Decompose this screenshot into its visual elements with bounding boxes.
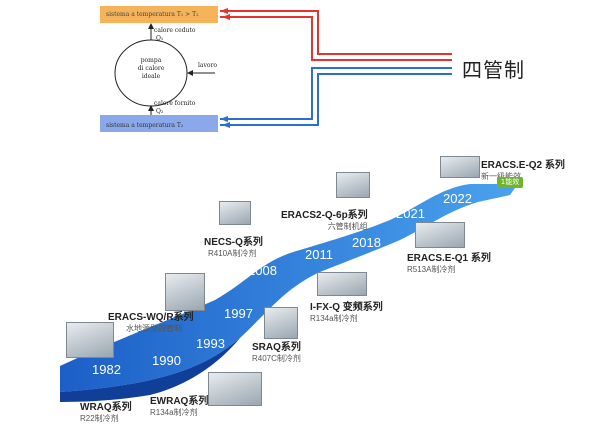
product-sub: R407C制冷剂 xyxy=(252,354,301,363)
year-2008: 2008 xyxy=(248,263,277,278)
i-fx-q-unit-image xyxy=(317,272,367,296)
product-sub: 水地源型四管制 xyxy=(126,324,182,333)
product-eracs-e-q1: ERACS.E-Q1 系列 R513A制冷剂 xyxy=(407,249,491,275)
year-2018: 2018 xyxy=(352,235,381,250)
four-pipe-system-label: 四管制 xyxy=(462,58,525,82)
sraq-unit-image xyxy=(264,307,298,339)
timeline-ribbon xyxy=(60,178,522,402)
red-pipe-outer xyxy=(220,10,452,55)
blue-pipe-inner xyxy=(220,67,452,120)
ribbon-body xyxy=(60,178,522,392)
product-wraq: WRAQ系列 R22制冷剂 xyxy=(80,398,132,424)
heat-supplied-text: calore fornito Q₂ xyxy=(154,100,196,115)
product-sub: R134a制冷剂 xyxy=(150,408,198,417)
product-name: ERACS.E-Q2 系列 xyxy=(481,160,565,171)
product-ewraq: EWRAQ系列 R134a制冷剂 xyxy=(150,392,208,418)
product-eracs-e-q2: ERACS.E-Q2 系列 新一级能效 xyxy=(481,156,565,182)
necs-q-unit-image xyxy=(219,201,251,225)
eracs-e-q1-unit-image xyxy=(415,222,465,248)
product-sraq: SRAQ系列 R407C制冷剂 xyxy=(252,338,301,364)
product-eracs2-q-6p: ERACS2-Q-6p系列 六管制机组 xyxy=(281,206,368,232)
red-pipe-inner xyxy=(220,16,452,61)
year-1993: 1993 xyxy=(196,336,225,351)
product-name: I-FX-Q 变频系列 xyxy=(310,302,383,313)
eracs2-unit-image xyxy=(336,172,370,198)
product-name: ERACS2-Q-6p系列 xyxy=(281,210,368,221)
ribbon-underside xyxy=(60,338,240,402)
product-sub: R134a制冷剂 xyxy=(310,314,358,323)
product-name: NECS-Q系列 xyxy=(204,237,263,248)
product-sub: R513A制冷剂 xyxy=(407,265,456,274)
product-sub: R410A制冷剂 xyxy=(208,249,257,258)
product-name: WRAQ系列 xyxy=(80,402,132,413)
heat-pump-diagram xyxy=(114,8,452,128)
wraq-unit-image xyxy=(66,322,114,358)
high-temp-system-label: sistema a temperatura T₁ > T₂ xyxy=(106,11,199,18)
product-i-fx-q: I-FX-Q 变频系列 R134a制冷剂 xyxy=(310,298,383,324)
product-name: ERACS-WQ/R系列 xyxy=(108,312,194,323)
work-text: lavoro xyxy=(198,62,217,69)
product-sub: 新一级能效 xyxy=(481,171,565,182)
low-temp-system-label: sistema a temperatura T₂ xyxy=(106,122,184,129)
eracs-wqr-unit-image xyxy=(165,273,205,311)
energy-efficiency-badge: 1能效 xyxy=(497,177,523,188)
product-name: ERACS.E-Q1 系列 xyxy=(407,253,491,264)
product-name: EWRAQ系列 xyxy=(150,396,209,407)
heat-released-text: calore ceduto Q₁ xyxy=(154,27,196,42)
eracs-e-q2-unit-image xyxy=(440,156,480,178)
ewraq-unit-image xyxy=(208,372,262,406)
year-1997: 1997 xyxy=(224,306,253,321)
product-sub: R22制冷剂 xyxy=(80,414,119,423)
year-1982: 1982 xyxy=(92,362,121,377)
high-temp-system-bar: sistema a temperatura T₁ > T₂ xyxy=(100,6,218,23)
year-2011: 2011 xyxy=(305,247,333,262)
product-name: SRAQ系列 xyxy=(252,342,301,353)
year-2021: 2021 xyxy=(396,206,425,221)
product-sub: 六管制机组 xyxy=(327,222,368,231)
low-temp-system-bar: sistema a temperatura T₂ xyxy=(100,115,218,132)
year-1990: 1990 xyxy=(152,353,181,368)
product-eracs-wqr: ERACS-WQ/R系列 水地源型四管制 xyxy=(108,308,194,334)
year-2022: 2022 xyxy=(443,191,472,206)
blue-pipe-outer xyxy=(220,73,452,126)
pump-label: pompa di calore ideale xyxy=(137,57,165,80)
product-necs-q: NECS-Q系列 R410A制冷剂 xyxy=(204,233,263,259)
